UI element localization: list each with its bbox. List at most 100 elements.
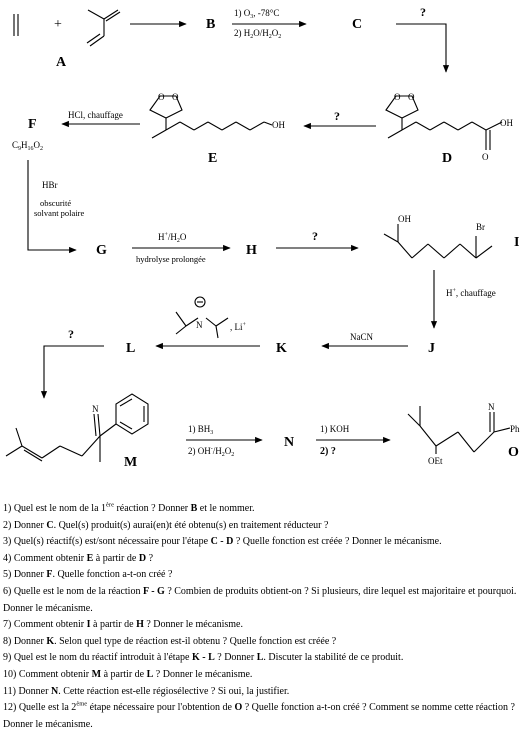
- question-mid: à partir de: [90, 619, 137, 631]
- label-a: A: [56, 55, 67, 70]
- question-mid: ? Quelle fonction a-t-on créé ? Comment …: [3, 702, 515, 730]
- label-m: M: [124, 455, 137, 470]
- question-pre: 11) Donner: [3, 685, 51, 697]
- atom-oet-o: OEt: [428, 456, 443, 466]
- reaction-scheme: A + B C D E F G H I J K L M N O ? ? ? ? …: [5, 5, 520, 470]
- atom-oh-i: OH: [398, 214, 411, 224]
- question-pre: 7) Comment obtenir: [3, 619, 87, 631]
- arrow-l-m: [40, 345, 104, 399]
- atom-oh-d: OH: [500, 118, 513, 128]
- question-mid: à partir de: [101, 668, 147, 680]
- atom-n-lda: N: [196, 320, 203, 330]
- label-i: I: [514, 235, 519, 250]
- question-item: 12) Quelle est la 2ème étape nécessaire …: [3, 700, 528, 733]
- question-mid: et le nommer.: [197, 503, 255, 514]
- atom-br-i: Br: [476, 222, 485, 232]
- question-mid: . Quelle fonction a-t-on créé ?: [52, 569, 173, 581]
- question-item: 7) Comment obtenir I à partir de H ? Don…: [3, 617, 528, 634]
- question-b1: N: [50, 685, 59, 697]
- formula-f: C9H16O2: [12, 140, 43, 152]
- cond-g-h-1: H+/H2O: [158, 232, 187, 244]
- label-j: J: [428, 341, 435, 356]
- label-e: E: [208, 151, 217, 166]
- question-pre: 5) Donner: [3, 569, 47, 581]
- question-pre: 12) Quelle est la 2: [3, 702, 77, 714]
- cond-j-k: NaCN: [350, 332, 373, 342]
- lda-structure: [175, 296, 229, 339]
- question-mid: . Cette réaction est-elle régiosélective…: [58, 685, 290, 697]
- question-sup: ème: [76, 700, 88, 708]
- question-item: 4) Comment obtenir E à partir de D ?: [3, 551, 528, 568]
- question-pre: 3) Quel(s) réactif(s) est/sont nécessair…: [3, 536, 211, 548]
- compound-e-structure: [149, 95, 273, 139]
- atom-ph-o: Ph: [510, 424, 520, 434]
- label-l: L: [126, 341, 135, 356]
- question-b2: D: [138, 552, 147, 564]
- question-mid: ? Combien de produits obtient-on ? Si pl…: [3, 585, 517, 614]
- cond-e-f: HCl, chauffage: [68, 110, 123, 120]
- question-b2: L: [256, 652, 264, 664]
- question-b1: C: [46, 519, 54, 531]
- question-b2: L: [146, 668, 154, 680]
- ethylene-structure: [13, 14, 19, 36]
- atom-o-d1: O: [394, 92, 401, 102]
- question-post: étape nécessaire pour l'obtention de: [87, 702, 235, 714]
- question-mid: ? Quelle fonction est créée ? Donner le …: [233, 536, 442, 548]
- isoprene-structure: [86, 9, 121, 47]
- question-pre: 8) Donner: [3, 635, 47, 647]
- cond-k-l-li: , Li+: [230, 322, 247, 332]
- question-pre: 9) Quel est le nom du réactif introduit …: [3, 652, 192, 664]
- cond-i-j: H+, chauffage: [446, 288, 496, 298]
- arrow-f-g: [27, 160, 77, 254]
- question-b1: C - D: [210, 536, 234, 548]
- cond-b-c-2: 2) H2O/H2O2: [234, 28, 281, 40]
- unknown-c-d: ?: [420, 5, 426, 19]
- question-b2: H: [136, 619, 144, 631]
- question-item: 1) Quel est le nom de la 1ère réaction ?…: [3, 501, 528, 518]
- question-mid: . Quel(s) produit(s) aurai(en)t été obte…: [53, 519, 329, 531]
- cond-b-c-1: 1) O3, -78°C: [234, 8, 279, 20]
- question-mid: ? Donner: [214, 652, 257, 664]
- cond-g-h-2: hydrolyse prolongée: [136, 254, 206, 264]
- cond-n-o-1: 1) KOH: [320, 424, 350, 434]
- question-item: 5) Donner F. Quelle fonction a-t-on créé…: [3, 567, 528, 584]
- question-b1: B: [190, 503, 198, 514]
- cond-f-g-1: HBr: [42, 180, 58, 190]
- label-f: F: [28, 117, 37, 132]
- unknown-l-m: ?: [68, 327, 74, 341]
- question-pre: 10) Comment obtenir: [3, 668, 92, 680]
- atom-n-o: N: [488, 402, 495, 412]
- unknown-d-e: ?: [334, 109, 340, 123]
- question-mid: à partir de: [93, 552, 139, 564]
- question-pre: 1) Quel est le nom de la 1: [3, 503, 107, 514]
- question-item: 11) Donner N. Cette réaction est-elle ré…: [3, 684, 528, 701]
- cond-f-g-2: obscurité: [40, 198, 71, 208]
- compound-d-structure: [385, 95, 503, 150]
- question-b1: F: [46, 569, 53, 581]
- atom-oh-e: OH: [272, 120, 285, 130]
- question-mid: . Selon quel type de réaction est-il obt…: [54, 635, 337, 647]
- question-b1: K: [46, 635, 55, 647]
- label-o: O: [508, 445, 519, 460]
- question-end: ?: [146, 552, 154, 564]
- question-item: 2) Donner C. Quel(s) produit(s) aurai(en…: [3, 518, 528, 535]
- question-pre: 2) Donner: [3, 519, 47, 531]
- atom-n-m: N: [92, 404, 99, 414]
- question-end: . Discuter la stabilité de ce produit.: [263, 652, 404, 664]
- question-b1: O: [234, 702, 243, 714]
- cond-n-o-2: 2) ?: [320, 446, 336, 457]
- arrow-c-d: [396, 23, 450, 73]
- label-c: C: [352, 17, 362, 32]
- compound-m-structure: [5, 393, 149, 462]
- question-pre: 6) Quelle est le nom de la réaction: [3, 585, 143, 597]
- atom-o-e1: O: [158, 92, 165, 102]
- question-pre: 4) Comment obtenir: [3, 552, 87, 564]
- question-b1: E: [86, 552, 94, 564]
- question-b1: I: [86, 619, 91, 631]
- question-end: ? Donner le mécanisme.: [153, 668, 253, 680]
- unknown-h-i: ?: [312, 229, 318, 243]
- question-b1: M: [91, 668, 102, 680]
- question-sup: ère: [106, 501, 114, 509]
- question-item: 8) Donner K. Selon quel type de réaction…: [3, 634, 528, 651]
- cond-m-n-2: 2) OH-/H2O2: [188, 446, 234, 458]
